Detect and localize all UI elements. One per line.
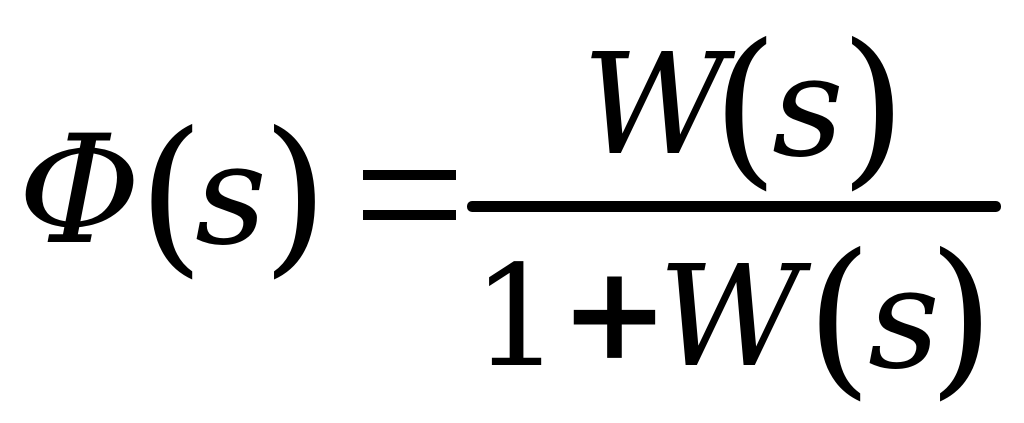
numerator-variable-s: s: [772, 26, 844, 189]
lhs-open-paren: (: [138, 96, 205, 294]
denominator-plus-sign: +: [560, 236, 669, 389]
numerator-open-paren: (: [712, 8, 779, 206]
denominator-open-paren: (: [806, 218, 873, 416]
numerator-close-paren: ): [840, 8, 907, 206]
denominator-variable-s: s: [868, 238, 940, 401]
denominator-close-paren: ): [928, 218, 995, 416]
equals-sign-top-bar: [363, 170, 456, 180]
fraction-bar: [467, 201, 1001, 212]
equals-sign-bottom-bar: [363, 210, 456, 220]
lhs-variable-s: s: [195, 114, 267, 277]
denominator-function-w: W: [658, 236, 802, 399]
numerator-function-w: W: [582, 24, 726, 187]
denominator-one: 1: [472, 236, 562, 399]
lhs-close-paren: ): [262, 96, 329, 294]
phi-symbol: Φ: [18, 104, 141, 278]
